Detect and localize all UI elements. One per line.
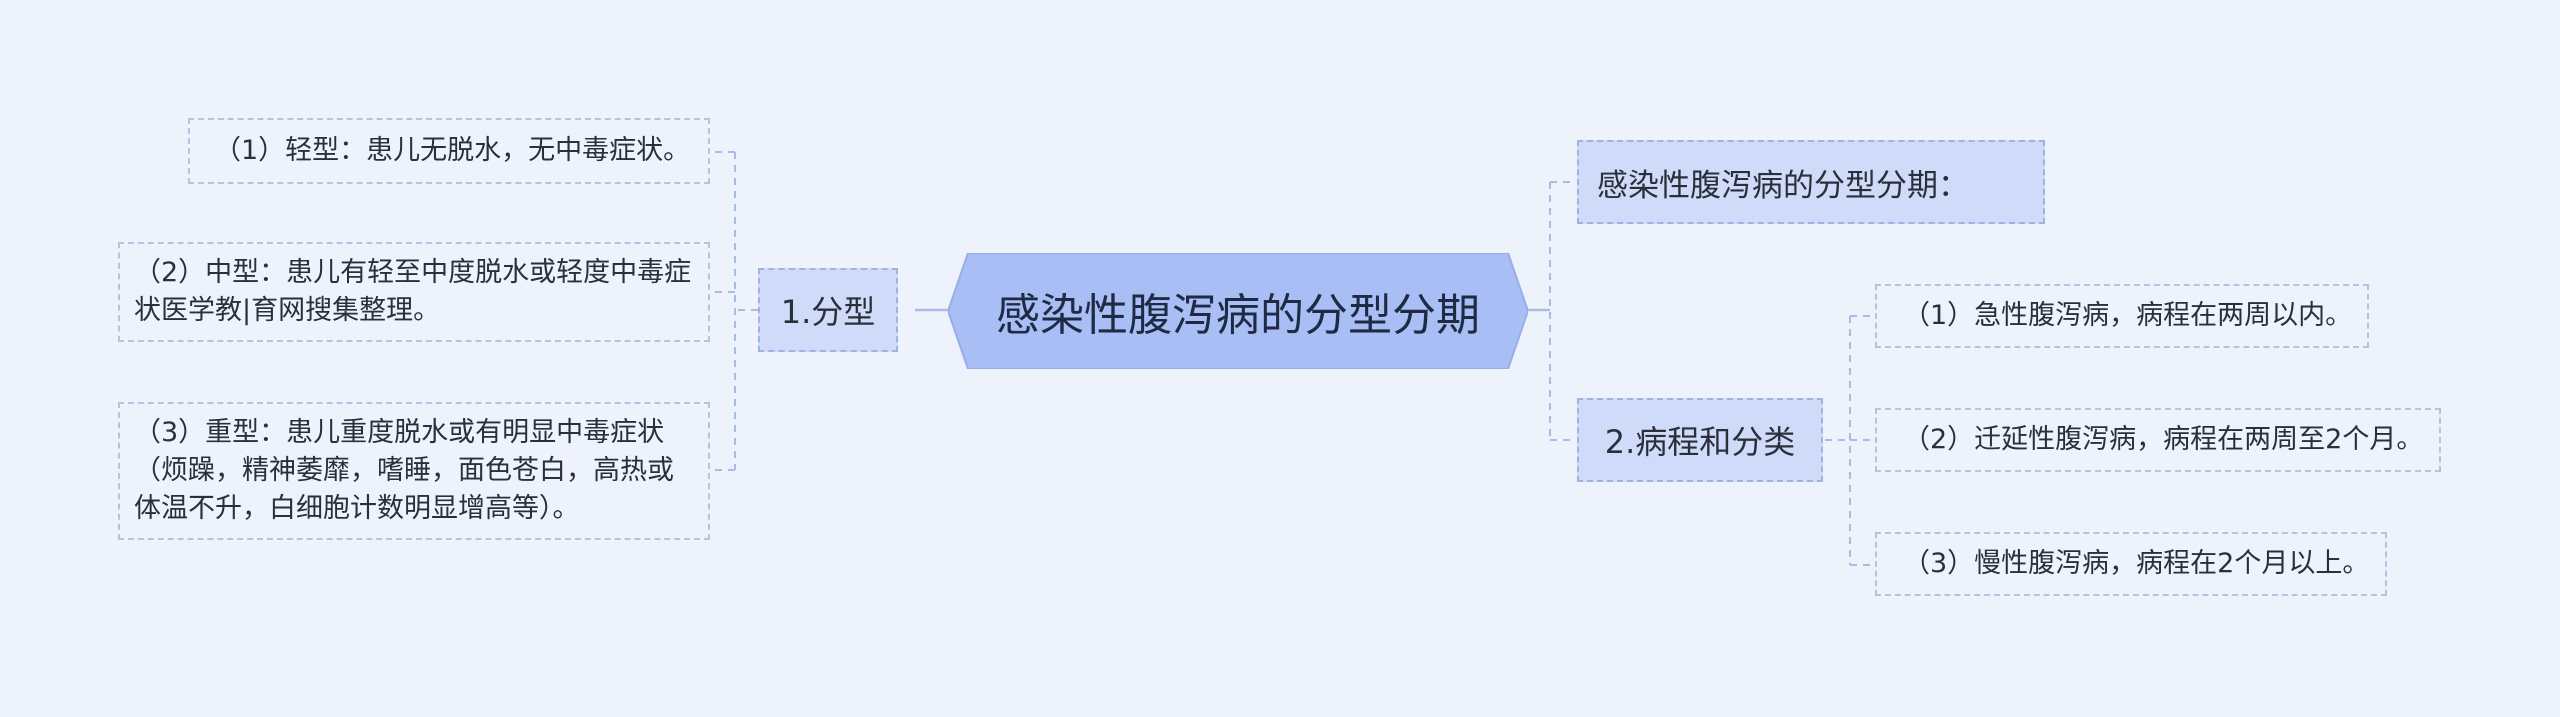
- right-leaf-1: （1）急性腹泻病，病程在两周以内。: [1875, 284, 2369, 348]
- right-leaf-3-text: （3）慢性腹泻病，病程在2个月以上。: [1903, 548, 2370, 579]
- branch-course-category-label: 2.病程和分类: [1604, 423, 1796, 461]
- central-topic[interactable]: 感染性腹泻病的分型分期: [948, 253, 1528, 369]
- right-leaf-1-text: （1）急性腹泻病，病程在两周以内。: [1903, 300, 2353, 331]
- left-leaf-3-text: （3）重型：患儿重度脱水或有明显中毒症状（烦躁，精神萎靡，嗜睡，面色苍白，高热或…: [134, 417, 674, 524]
- branch-classification[interactable]: 1.分型: [758, 268, 898, 352]
- right-leaf-2: （2）迁延性腹泻病，病程在两周至2个月。: [1875, 408, 2441, 472]
- branch-classification-label: 1.分型: [780, 293, 876, 331]
- left-leaf-1-text: （1）轻型：患儿无脱水，无中毒症状。: [214, 135, 691, 166]
- branch-course-category[interactable]: 2.病程和分类: [1577, 398, 1823, 482]
- right-title-label: 感染性腹泻病的分型分期：: [1597, 167, 1969, 204]
- left-leaf-2: （2）中型：患儿有轻至中度脱水或轻度中毒症状医学教|育网搜集整理。: [118, 242, 710, 342]
- central-topic-title: 感染性腹泻病的分型分期: [996, 290, 1480, 341]
- right-leaf-2-text: （2）迁延性腹泻病，病程在两周至2个月。: [1903, 424, 2424, 455]
- left-leaf-1: （1）轻型：患儿无脱水，无中毒症状。: [188, 118, 710, 184]
- right-leaf-3: （3）慢性腹泻病，病程在2个月以上。: [1875, 532, 2387, 596]
- central-topic-shape: [948, 253, 1528, 369]
- right-title-node[interactable]: 感染性腹泻病的分型分期：: [1577, 140, 2045, 224]
- left-leaf-2-text: （2）中型：患儿有轻至中度脱水或轻度中毒症状医学教|育网搜集整理。: [134, 257, 692, 326]
- left-leaf-3: （3）重型：患儿重度脱水或有明显中毒症状（烦躁，精神萎靡，嗜睡，面色苍白，高热或…: [118, 402, 710, 540]
